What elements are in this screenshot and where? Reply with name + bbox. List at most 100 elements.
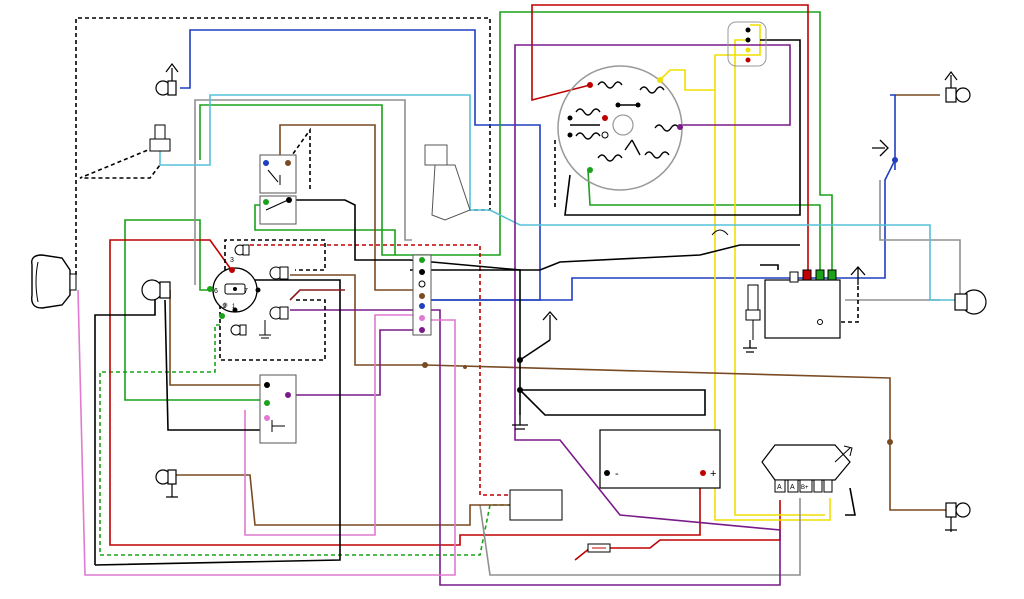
wire-black-dashed-reg bbox=[820, 285, 859, 323]
wire-yellow-2 bbox=[714, 90, 831, 521]
coil-5 bbox=[575, 132, 601, 140]
stator-dot-yellow bbox=[657, 77, 663, 83]
ground-symbols bbox=[512, 139, 889, 430]
coil-1 bbox=[597, 81, 623, 89]
wire-brown-2 bbox=[279, 124, 420, 291]
stator-dot-white bbox=[601, 131, 609, 139]
wire-red-dashed bbox=[250, 244, 510, 496]
switch-label-3: 3 bbox=[230, 257, 234, 264]
wire-black-4 bbox=[519, 389, 706, 416]
switch-label-6: 6 bbox=[214, 288, 218, 295]
wires bbox=[75, 4, 961, 586]
wire-grey-right bbox=[879, 180, 961, 300]
stator-dot-red bbox=[587, 82, 593, 88]
battery-plus-label: + bbox=[710, 468, 716, 480]
ignition-coil bbox=[764, 269, 841, 339]
reg-label-bplus: B+ bbox=[801, 485, 809, 491]
switch-label-7: 7 bbox=[244, 288, 248, 295]
ground-right bbox=[872, 139, 889, 157]
stator bbox=[557, 65, 683, 191]
switch-box-upper bbox=[259, 154, 297, 194]
wire-brown-1 bbox=[169, 290, 275, 386]
wire-hop bbox=[711, 229, 729, 236]
wire-red-switch bbox=[109, 239, 701, 546]
stator-dot-red2 bbox=[602, 115, 608, 121]
wire-green-dashed bbox=[99, 324, 510, 556]
battery: - + bbox=[599, 429, 721, 489]
wire-black-bus bbox=[410, 244, 800, 271]
lamp-top-right bbox=[944, 71, 971, 103]
light-switch bbox=[259, 374, 297, 444]
reg-label-a1: A bbox=[777, 484, 782, 491]
wire-yellow-1 bbox=[659, 24, 761, 91]
wire-blue-top bbox=[180, 29, 541, 301]
lamp-left-mid bbox=[141, 279, 171, 301]
wire-red-stator bbox=[531, 4, 809, 270]
headlamp bbox=[31, 254, 77, 309]
horn-switch bbox=[149, 124, 171, 152]
top-connector bbox=[727, 21, 767, 67]
wire-black-dashed-horn bbox=[79, 144, 161, 179]
wire-blue-bottom bbox=[420, 159, 896, 301]
reg-label-a2: A bbox=[790, 484, 795, 491]
coil-7 bbox=[644, 151, 670, 159]
ground-reg bbox=[850, 266, 866, 285]
wire-black-dashed-mid2 bbox=[219, 299, 326, 361]
coil-3 bbox=[575, 108, 601, 116]
wire-purple-stator bbox=[290, 44, 791, 586]
bracket-part bbox=[424, 144, 471, 221]
stator-dot-black4 bbox=[567, 132, 573, 138]
wire-maroon-1 bbox=[289, 289, 345, 301]
wire-grey-bottom bbox=[479, 498, 801, 576]
cdi-unit bbox=[509, 489, 563, 521]
ground-mid bbox=[542, 311, 558, 340]
switch-box-lower bbox=[259, 195, 297, 225]
wire-green-mid bbox=[254, 204, 396, 255]
wire-green-upper bbox=[199, 11, 833, 270]
wire-black-stator bbox=[564, 39, 801, 216]
stator-hub bbox=[612, 114, 634, 136]
wire-black-reg bbox=[845, 487, 856, 516]
wire-green-stator bbox=[587, 169, 821, 270]
wire-yellow-3 bbox=[734, 39, 825, 516]
wire-black-gnd bbox=[519, 339, 551, 361]
lamp-bottom-right bbox=[945, 502, 971, 532]
coil-2 bbox=[639, 86, 665, 94]
switch-label-2: 2 bbox=[223, 304, 227, 310]
ground-coil bbox=[743, 340, 757, 353]
lamp-tail bbox=[954, 289, 987, 315]
wire-purple-switch bbox=[290, 329, 420, 396]
wire-black-2 bbox=[164, 299, 260, 431]
wire-pink-1 bbox=[77, 289, 456, 576]
wire-black-left bbox=[94, 290, 156, 565]
ground-center bbox=[512, 415, 528, 430]
wire-black-dashed-sw bbox=[284, 127, 311, 190]
connector-block bbox=[412, 254, 467, 369]
wire-pink-2 bbox=[244, 314, 420, 536]
wire-black-dashed-coil bbox=[760, 264, 779, 270]
stator-dot-purple bbox=[677, 124, 683, 130]
lamp-holders-mid bbox=[259, 266, 289, 339]
wire-black-dashed-mid bbox=[224, 239, 326, 271]
ignition-switch: 3 7 6 2 1 bbox=[207, 244, 261, 336]
stator-dot-black2 bbox=[635, 102, 641, 108]
lamp-bottom-left bbox=[155, 469, 178, 498]
lamps bbox=[141, 63, 987, 532]
stator-links bbox=[570, 104, 641, 156]
stator-dot-black1 bbox=[615, 102, 621, 108]
wire-brown-4 bbox=[170, 474, 510, 526]
lamp-top-left bbox=[155, 63, 179, 96]
wire-grey-top bbox=[194, 99, 412, 285]
battery-minus-label: - bbox=[615, 468, 619, 480]
wire-black-sw bbox=[260, 199, 521, 415]
wire-black-3 bbox=[94, 279, 341, 566]
wire-brown-right bbox=[890, 94, 896, 170]
stator-dot-green bbox=[587, 167, 593, 173]
spark-plug bbox=[745, 284, 761, 340]
regulator: A A B+ bbox=[761, 444, 853, 493]
switch-label-1: 1 bbox=[232, 304, 236, 310]
stator-dot-black3 bbox=[567, 115, 573, 121]
fuse bbox=[587, 543, 611, 553]
coil-4 bbox=[654, 124, 680, 132]
